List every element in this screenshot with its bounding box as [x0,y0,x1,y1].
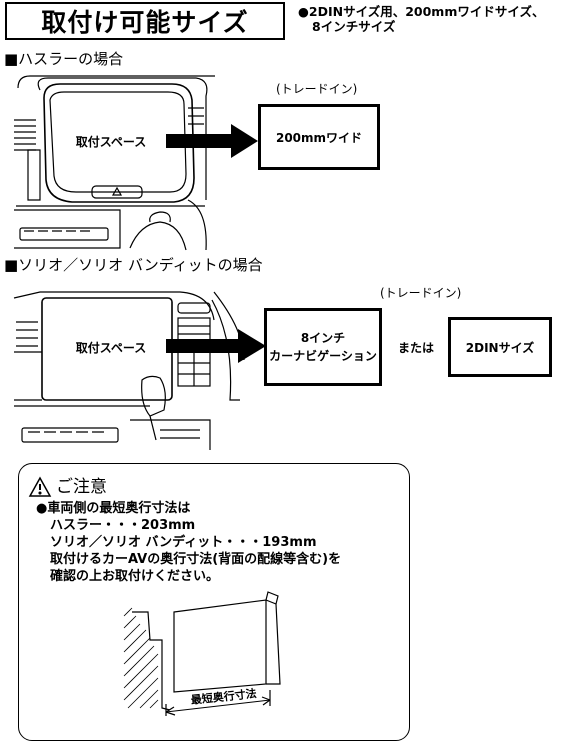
solio-space-label: 取付スペース [56,330,166,364]
hustler-heading: ■ハスラーの場合 [4,50,124,68]
hustler-space-label: 取付スペース [56,124,166,158]
caution-line3: ソリオ／ソリオ バンディット・・・193mm [50,535,317,550]
solio-trade-in: (トレードイン) [380,286,462,300]
solio-8inch-navi-box: 8インチ カーナビゲーション [264,308,382,386]
or-text: または [398,341,435,355]
page-title: 取付け可能サイズ [5,2,285,40]
solio-2din-box: 2DINサイズ [448,317,552,377]
title-description-line1: ●2DINサイズ用、200mmワイドサイズ、 [298,4,545,19]
caution-line5: 確認の上お取付けください。 [50,569,220,584]
title-description: ●2DINサイズ用、200mmワイドサイズ、 8インチサイズ [298,4,545,34]
hustler-arrow [165,124,258,158]
caution-line4: 取付けるカーAVの奥行寸法(背面の配線等含む)を [50,552,342,567]
title-description-line2: 8インチサイズ [312,19,396,34]
caution-line2: ハスラー・・・203mm [50,518,196,533]
solio-dashboard-illustration [13,291,245,450]
caution-box [18,463,410,741]
depth-illustration [123,591,281,716]
solio-arrow [166,329,266,363]
hustler-trade-in: (トレードイン) [276,82,358,96]
caution-line1: ●車両側の最短奥行寸法は [36,501,191,516]
hustler-200mm-wide-box: 200mmワイド [258,104,380,170]
hustler-dashboard-illustration [14,75,215,251]
warning-icon [28,476,52,497]
solio-heading: ■ソリオ／ソリオ バンディットの場合 [4,256,263,274]
solio-8inch-line1: 8インチ [300,331,346,345]
caution-title: ご注意 [56,477,107,497]
solio-8inch-line2: カーナビゲーション [269,349,377,363]
caution-text: ●車両側の最短奥行寸法は ハスラー・・・203mm ソリオ／ソリオ バンディット… [36,500,341,585]
